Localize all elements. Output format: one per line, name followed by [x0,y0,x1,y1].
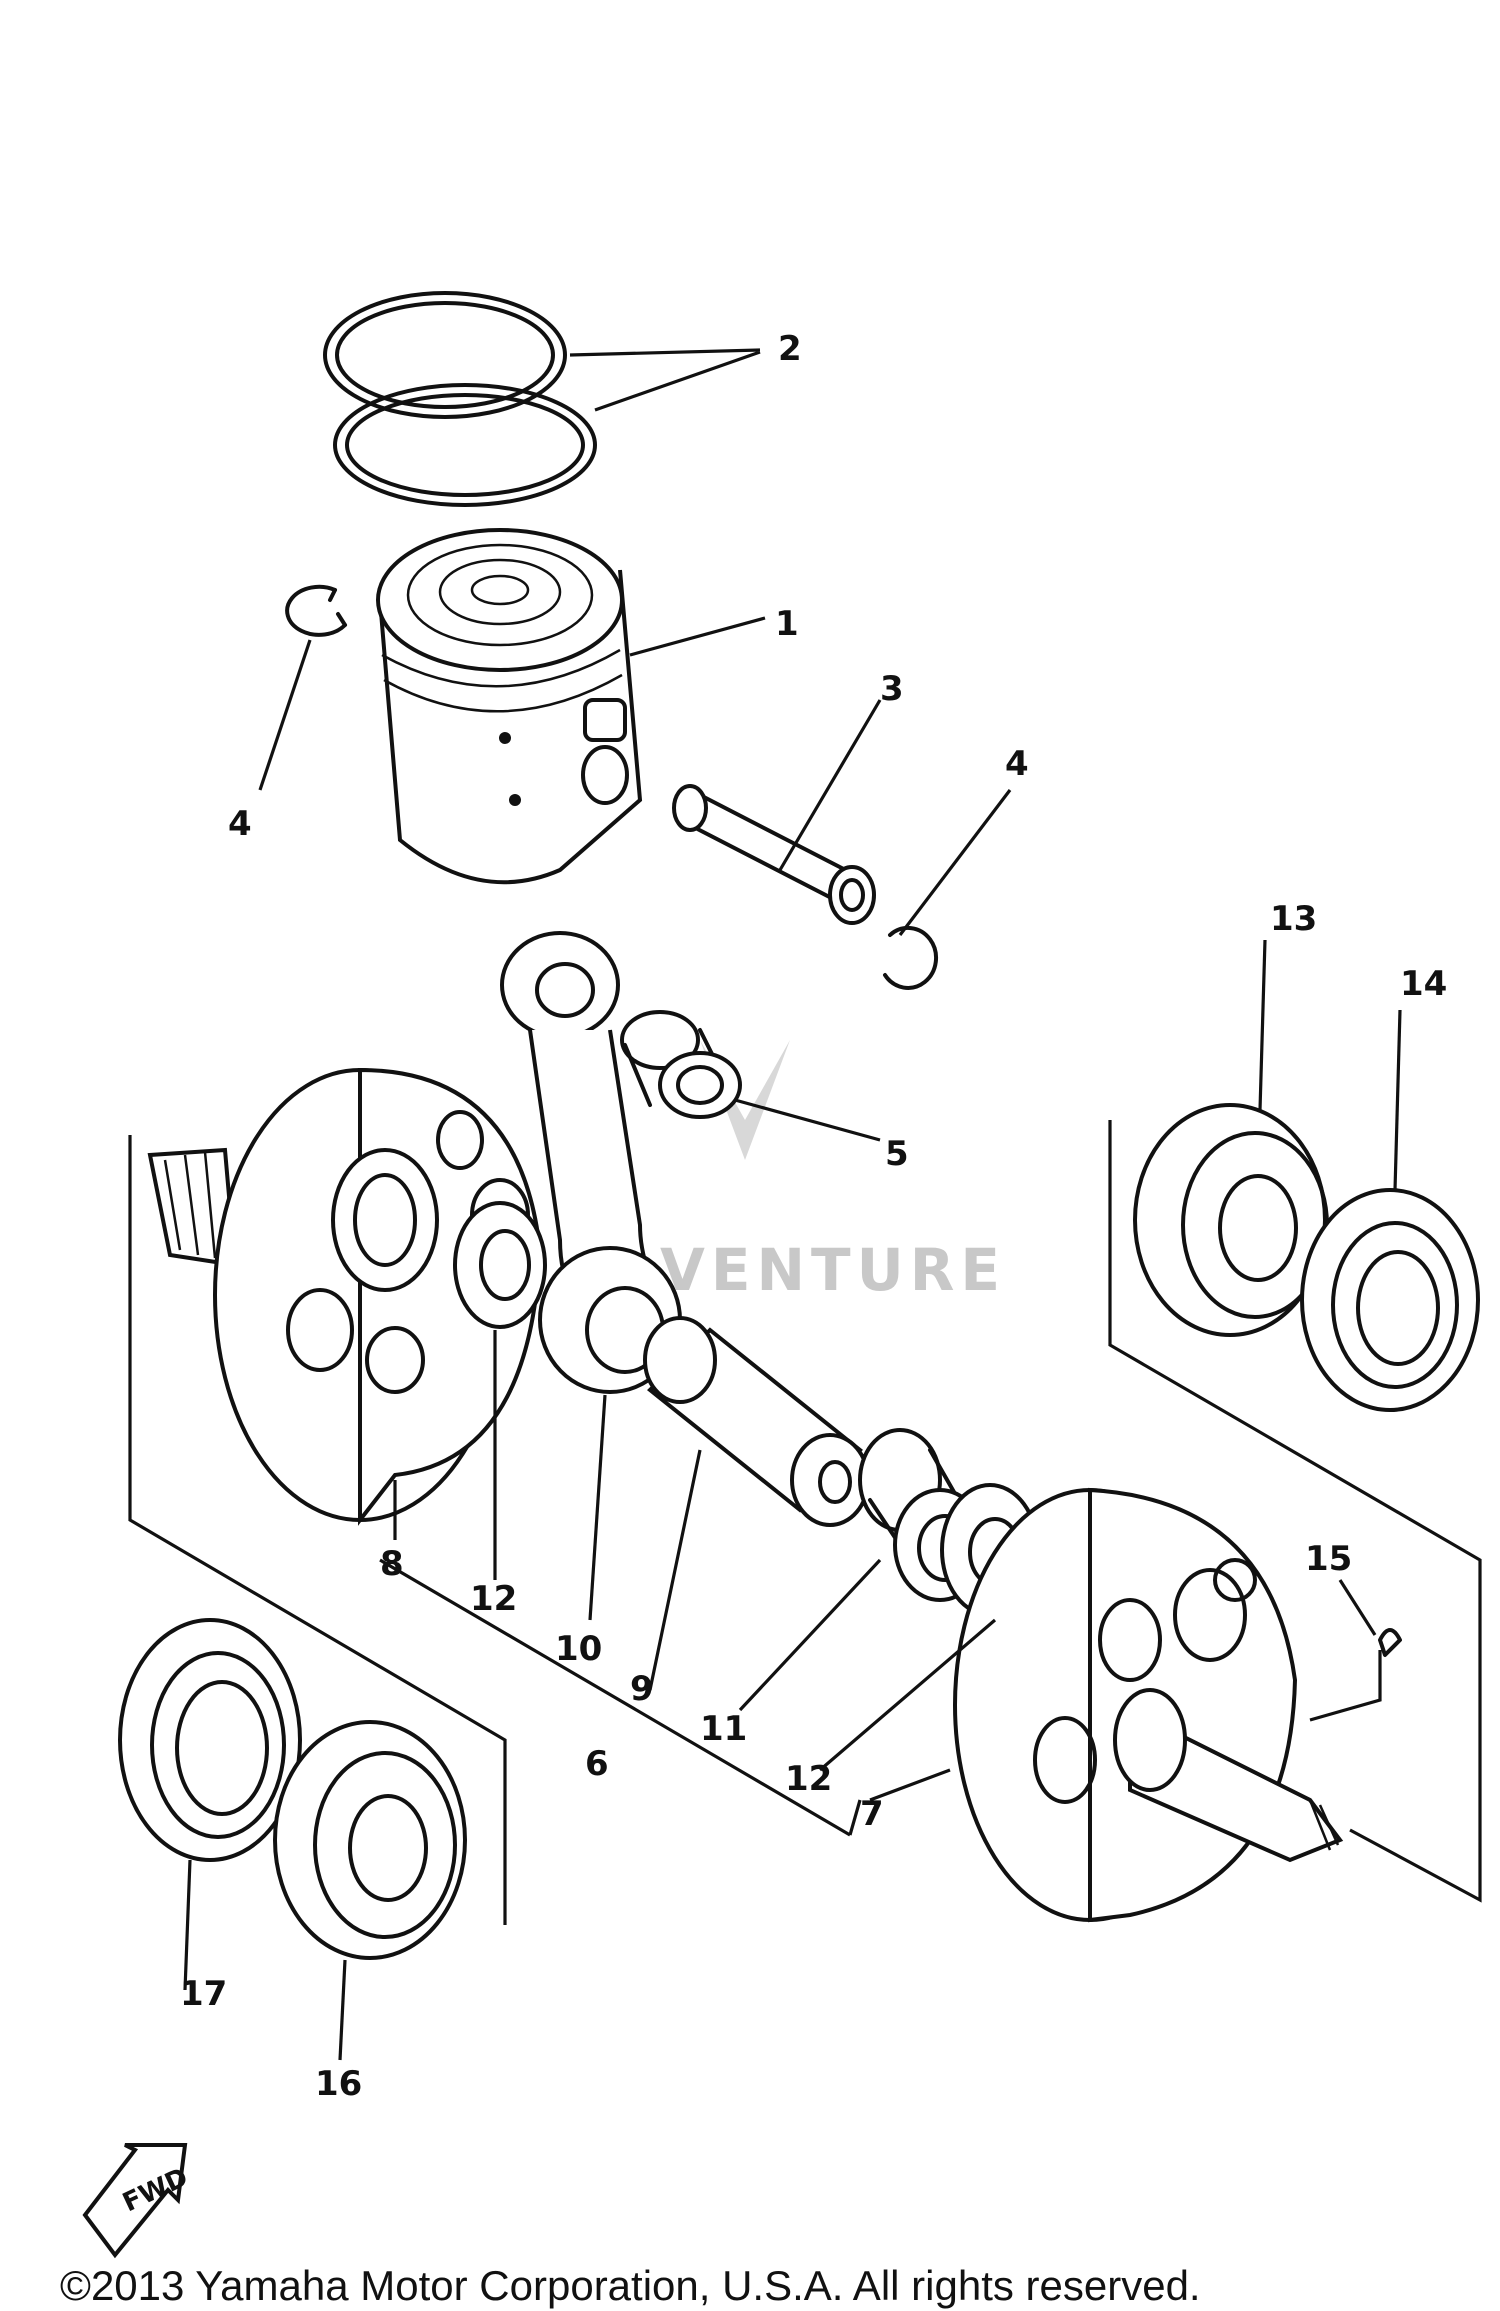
callout-4-right: 4 [1005,744,1029,784]
crank-pin [643,1316,870,1527]
callout-13: 13 [1270,899,1317,939]
callout-5: 5 [885,1134,909,1174]
oil-seal-17 [118,1618,302,1862]
watermark: VENTURE [660,1040,1006,1304]
callout-1: 1 [775,604,799,644]
callout-3: 3 [880,669,904,709]
small-end-bearing [620,1010,742,1119]
callout-4-left: 4 [228,804,252,844]
callout-9: 9 [630,1669,654,1709]
bearing-13 [1133,1103,1329,1337]
woodruff-key [1378,1628,1402,1657]
circlip-right [883,925,939,990]
watermark-text: VENTURE [660,1236,1006,1304]
callout-10: 10 [555,1629,602,1669]
leader-lines [183,348,1402,2061]
callout-7: 7 [860,1794,884,1834]
forward-arrow-icon: FWD [82,2143,193,2259]
bearing-16 [273,1720,467,1960]
crank-half-left [147,1067,543,1526]
piston [376,528,643,885]
callout-14: 14 [1400,964,1447,1004]
callout-11: 11 [700,1709,747,1749]
assembly-bracket-lines [128,1120,1482,1925]
callout-17: 17 [180,1974,227,2014]
piston-pin [672,784,876,925]
piston-rings [323,291,597,507]
oil-seal-14 [1300,1188,1480,1412]
thrust-washer-left [453,1201,547,1329]
callout-6: 6 [585,1744,609,1784]
callout-2: 2 [778,329,802,369]
callout-8: 8 [380,1544,404,1584]
copyright-notice: ©2013 Yamaha Motor Corporation, U.S.A. A… [60,2262,1201,2309]
callout-15: 15 [1305,1539,1352,1579]
circlip-left [285,584,347,637]
callout-12-right: 12 [785,1759,832,1799]
callout-12-left: 12 [470,1579,517,1619]
crank-half-right [953,1487,1344,1923]
callouts: 1 2 3 4 4 5 6 7 8 9 10 11 12 12 13 14 15… [180,329,1447,2104]
callout-16: 16 [315,2064,362,2104]
